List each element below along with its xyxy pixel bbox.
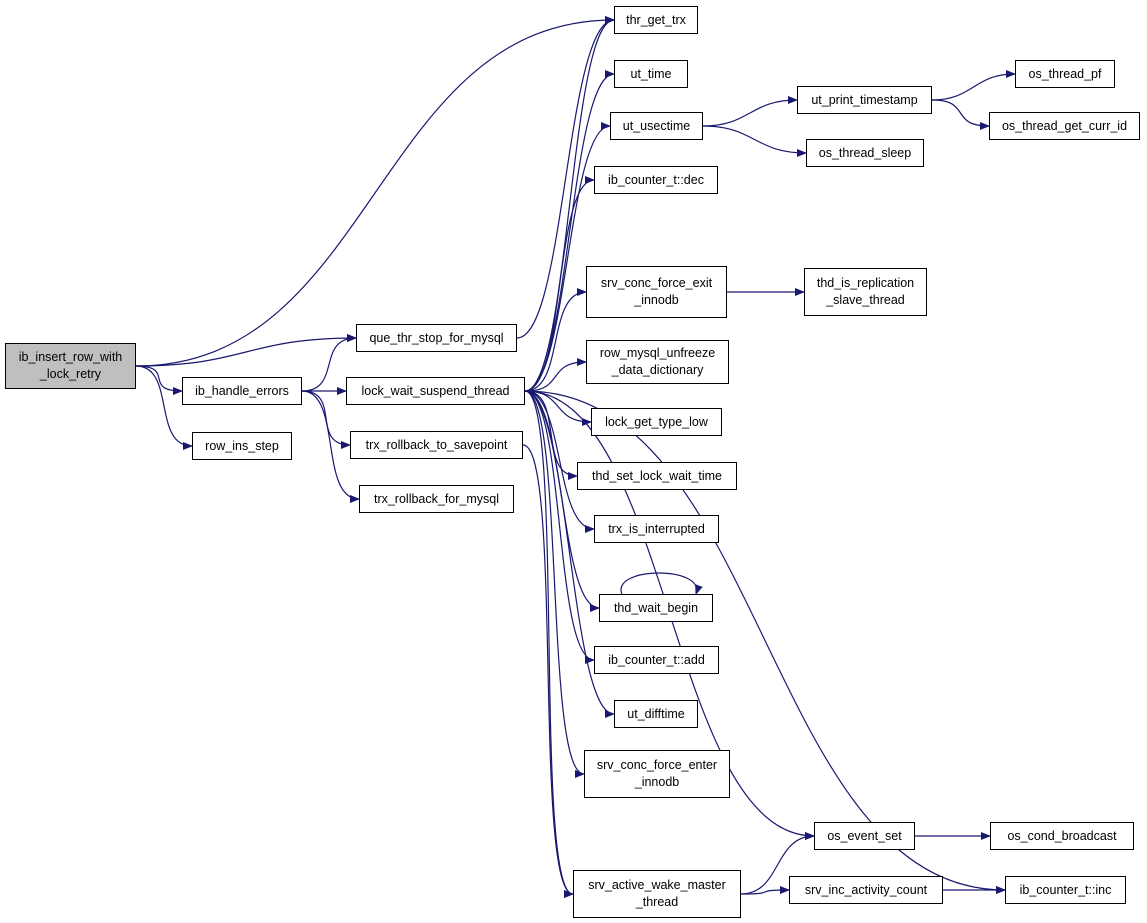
node-label-line: lock_wait_suspend_thread [361, 383, 510, 398]
node-ib-counter-add[interactable]: ib_counter_t::add [594, 646, 719, 674]
node-srv-conc-force-exit[interactable]: srv_conc_force_exit _innodb [586, 266, 727, 318]
edge-ut_usectime-to-os_thread_sleep [702, 125, 807, 157]
node-trx-rollback-for-mysql[interactable]: trx_rollback_for_mysql [359, 485, 514, 513]
node-ib-counter-dec[interactable]: ib_counter_t::dec [594, 166, 718, 194]
node-label-line: srv_conc_force_exit [600, 276, 713, 290]
edge-ib_handle_errors-to-trx_rollback_for_mysql [301, 390, 360, 503]
node-label-line: ut_usectime [622, 118, 691, 133]
node-ib-counter-inc[interactable]: ib_counter_t::inc [1005, 876, 1126, 904]
node-label-line: os_thread_get_curr_id [1001, 118, 1128, 133]
node-label-line: thd_set_lock_wait_time [592, 468, 722, 483]
edge-lock_wait_suspend-to-ib_counter_add [524, 390, 595, 664]
node-label-line: _innodb [634, 775, 680, 789]
node-label-line: _thread [635, 895, 679, 909]
node-srv-active-wake-master[interactable]: srv_active_wake_master _thread [573, 870, 741, 918]
node-row-mysql-unfreeze[interactable]: row_mysql_unfreeze _data_dictionary [586, 340, 729, 384]
node-srv-inc-activity-count[interactable]: srv_inc_activity_count [789, 876, 943, 904]
node-trx-is-interrupted[interactable]: trx_is_interrupted [594, 515, 719, 543]
node-label-line: os_thread_sleep [818, 145, 912, 160]
node-label-line: thd_wait_begin [613, 600, 699, 615]
node-thd-set-lock-wait-time[interactable]: thd_set_lock_wait_time [577, 462, 737, 490]
edge-que_thr_stop-to-thr_get_trx [516, 16, 615, 339]
node-label-line: trx_is_interrupted [608, 521, 705, 536]
edge-root-to-que_thr_stop [135, 334, 357, 367]
edge-lock_wait_suspend-to-srv_conc_force_enter [524, 390, 585, 778]
node-os-thread-sleep[interactable]: os_thread_sleep [806, 139, 924, 167]
edge-ib_handle_errors-to-que_thr_stop [301, 334, 357, 392]
node-ut-time[interactable]: ut_time [614, 60, 688, 88]
node-label-line: que_thr_stop_for_mysql [369, 330, 504, 345]
node-label-line: srv_active_wake_master [588, 878, 726, 892]
node-label-line: os_cond_broadcast [1007, 828, 1117, 843]
node-os-thread-pf[interactable]: os_thread_pf [1015, 60, 1115, 88]
node-label-line: lock_get_type_low [605, 414, 708, 429]
edge-lock_wait_suspend-to-srv_active_wake_master [524, 390, 574, 898]
edge-lock_wait_suspend-to-srv_conc_force_exit [524, 288, 587, 392]
node-label-line: ib_insert_row_with [18, 350, 123, 364]
node-ut-difftime[interactable]: ut_difftime [614, 700, 698, 728]
edge-lock_wait_suspend-to-row_mysql_unfreeze [524, 358, 587, 392]
edge-thd_wait_begin-to-thd_wait_begin [620, 572, 703, 595]
node-ib-handle-errors[interactable]: ib_handle_errors [182, 377, 302, 405]
node-label-line: thr_get_trx [626, 12, 686, 27]
edge-srv_active_wake_master-to-os_event_set [740, 832, 815, 895]
node-ut-usectime[interactable]: ut_usectime [610, 112, 703, 140]
edge-srv_active_wake_master-to-srv_inc_activity_count [740, 886, 790, 895]
node-thd-is-replication[interactable]: thd_is_replication _slave_thread [804, 268, 927, 316]
node-root: ib_insert_row_with _lock_retry [5, 343, 136, 389]
node-label-line: ut_print_timestamp [811, 92, 918, 107]
edge-lock_wait_suspend-to-thr_get_trx [524, 16, 615, 392]
edge-lock_wait_suspend-to-trx_is_interrupted [524, 390, 595, 533]
node-que-thr-stop[interactable]: que_thr_stop_for_mysql [356, 324, 517, 352]
edge-lock_wait_suspend-to-ib_counter_dec [524, 176, 595, 392]
edge-ut_print_timestamp-to-os_thread_get_curr_id [931, 99, 990, 130]
node-thd-wait-begin[interactable]: thd_wait_begin [599, 594, 713, 622]
node-row-ins-step[interactable]: row_ins_step [192, 432, 292, 460]
node-label-line: _slave_thread [826, 293, 905, 307]
edge-root-to-row_ins_step [135, 365, 193, 450]
node-label-line: _data_dictionary [611, 363, 704, 377]
node-label-line: ut_time [630, 66, 672, 81]
node-os-cond-broadcast[interactable]: os_cond_broadcast [990, 822, 1134, 850]
edge-lock_wait_suspend-to-ut_difftime [524, 390, 615, 718]
node-label-line: _lock_retry [39, 367, 102, 381]
node-lock-get-type-low[interactable]: lock_get_type_low [591, 408, 722, 436]
edge-ut_usectime-to-ut_print_timestamp [702, 96, 798, 127]
node-os-event-set[interactable]: os_event_set [814, 822, 915, 850]
node-trx-rollback-to-savepoint[interactable]: trx_rollback_to_savepoint [350, 431, 523, 459]
node-label-line: ib_counter_t::add [608, 652, 705, 667]
node-label-line: ib_handle_errors [195, 383, 289, 398]
edge-root-to-thr_get_trx [135, 16, 615, 367]
node-label-line: row_mysql_unfreeze [599, 346, 716, 360]
edge-ib_handle_errors-to-trx_rollback_to_savepoint [301, 390, 351, 449]
node-ut-print-timestamp[interactable]: ut_print_timestamp [797, 86, 932, 114]
edge-ut_print_timestamp-to-os_thread_pf [931, 70, 1016, 101]
node-label-line: row_ins_step [205, 438, 279, 453]
edge-root-to-ib_handle_errors [135, 365, 183, 395]
edge-trx_rollback_to_savepoint-to-srv_active_wake_master [522, 444, 574, 898]
node-os-thread-get-curr-id[interactable]: os_thread_get_curr_id [989, 112, 1140, 140]
node-label-line: trx_rollback_for_mysql [373, 491, 500, 506]
node-label-line: ut_difftime [627, 706, 685, 721]
node-label-line: thd_is_replication [816, 276, 915, 290]
node-label-line: trx_rollback_to_savepoint [365, 437, 508, 452]
node-label-line: ib_counter_t::dec [608, 172, 704, 187]
node-label-line: _innodb [634, 293, 679, 307]
node-srv-conc-force-enter[interactable]: srv_conc_force_enter _innodb [584, 750, 730, 798]
node-label-line: ib_counter_t::inc [1019, 882, 1112, 897]
edge-lock_wait_suspend-to-thd_set_lock_wait_time [524, 390, 578, 480]
node-lock-wait-suspend[interactable]: lock_wait_suspend_thread [346, 377, 525, 405]
node-label-line: srv_conc_force_enter [596, 758, 718, 772]
node-label-line: os_event_set [827, 828, 902, 843]
node-label-line: srv_inc_activity_count [804, 882, 928, 897]
node-thr-get-trx[interactable]: thr_get_trx [614, 6, 698, 34]
node-label-line: os_thread_pf [1028, 66, 1102, 81]
